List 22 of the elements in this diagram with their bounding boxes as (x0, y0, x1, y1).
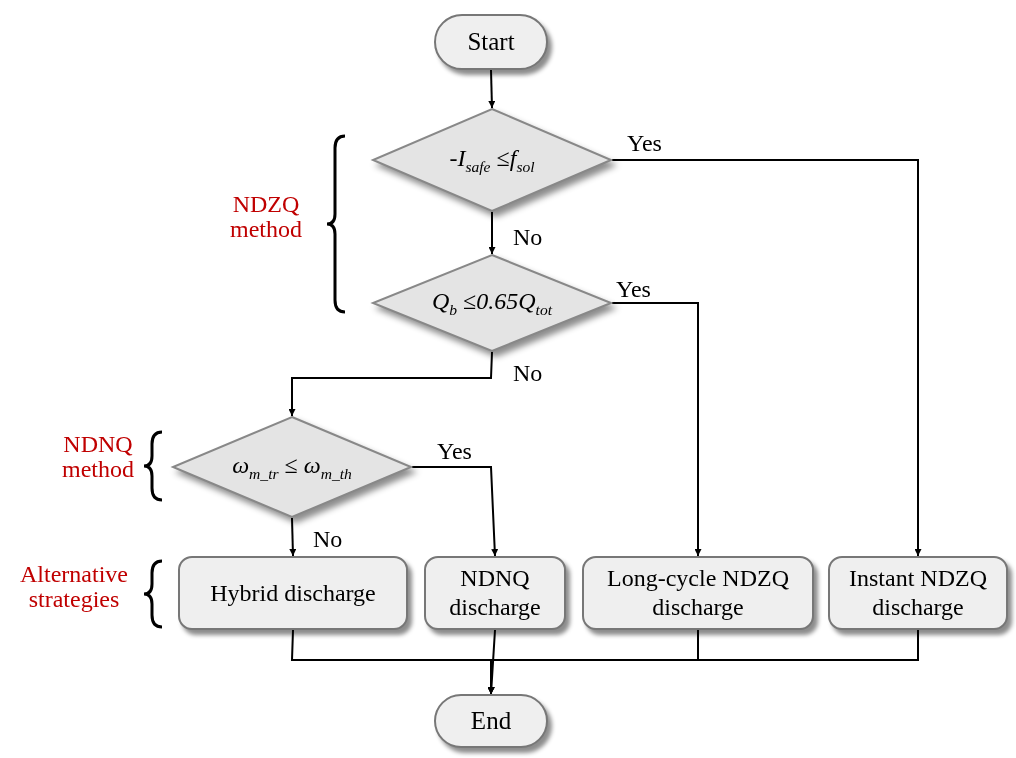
terminal-pill (434, 694, 548, 748)
process-box: Instant NDZQ discharge (828, 556, 1008, 630)
arrow (487, 629, 919, 695)
group-label: NDZQ method (229, 192, 303, 243)
arrow (611, 159, 922, 557)
arrow (611, 302, 702, 557)
arrow (488, 211, 496, 255)
arrow (488, 69, 496, 109)
node-text: Start (467, 28, 515, 56)
arrow (289, 517, 297, 557)
terminal-pill (434, 14, 548, 70)
process-box: Long-cycle NDZQ discharge (582, 556, 814, 630)
arrow (411, 466, 499, 557)
group-label: Alternative strategies (19, 562, 129, 613)
arrow (288, 351, 493, 417)
node-text: Q$_{b}$ ≤0.65Q$_{tot}$ (431, 287, 553, 319)
process-box: NDNQ discharge (424, 556, 566, 630)
process-box: Hybrid discharge (178, 556, 408, 630)
node-text: End (470, 707, 512, 735)
node-text: -I$_{safe}$ ≤f$_{sol}$ (449, 144, 535, 176)
group-label: NDNQ method (61, 432, 135, 483)
node-text: ω$_{m_tr}$ ≤ ω$_{m_th}$ (232, 451, 352, 483)
